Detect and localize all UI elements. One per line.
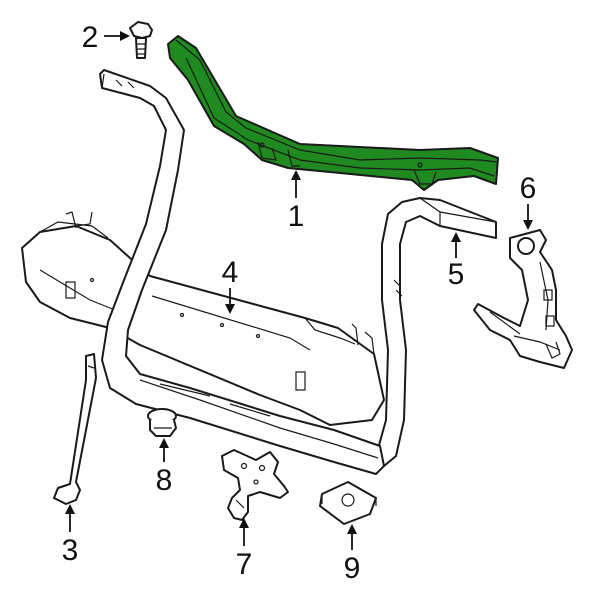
- part-3-rod[interactable]: [53, 353, 97, 505]
- part-4-crossmember[interactable]: [21, 211, 385, 426]
- left-support-hoop[interactable]: [99, 69, 385, 475]
- callout-1: 1: [288, 200, 305, 233]
- part-1-upper-crossmember[interactable]: [167, 35, 499, 191]
- part-5-right-support[interactable]: [375, 197, 497, 467]
- callout-7: 7: [236, 548, 253, 581]
- part-2-bolt[interactable]: [129, 21, 153, 59]
- part-9-plate[interactable]: [319, 481, 377, 525]
- callout-5: 5: [448, 258, 465, 291]
- callout-9: 9: [344, 552, 361, 585]
- callout-6: 6: [520, 172, 537, 205]
- callout-4: 4: [222, 256, 239, 289]
- leaders: [65, 31, 533, 550]
- callout-2: 2: [82, 21, 99, 54]
- part-8-grommet[interactable]: [147, 408, 177, 437]
- part-6-bracket[interactable]: [473, 229, 573, 369]
- callout-8: 8: [156, 464, 173, 497]
- callout-3: 3: [62, 534, 79, 567]
- part-7-hook-bracket[interactable]: [221, 449, 289, 521]
- callout-labels: 1 2 3 4 5 6 7 8 9: [62, 21, 537, 585]
